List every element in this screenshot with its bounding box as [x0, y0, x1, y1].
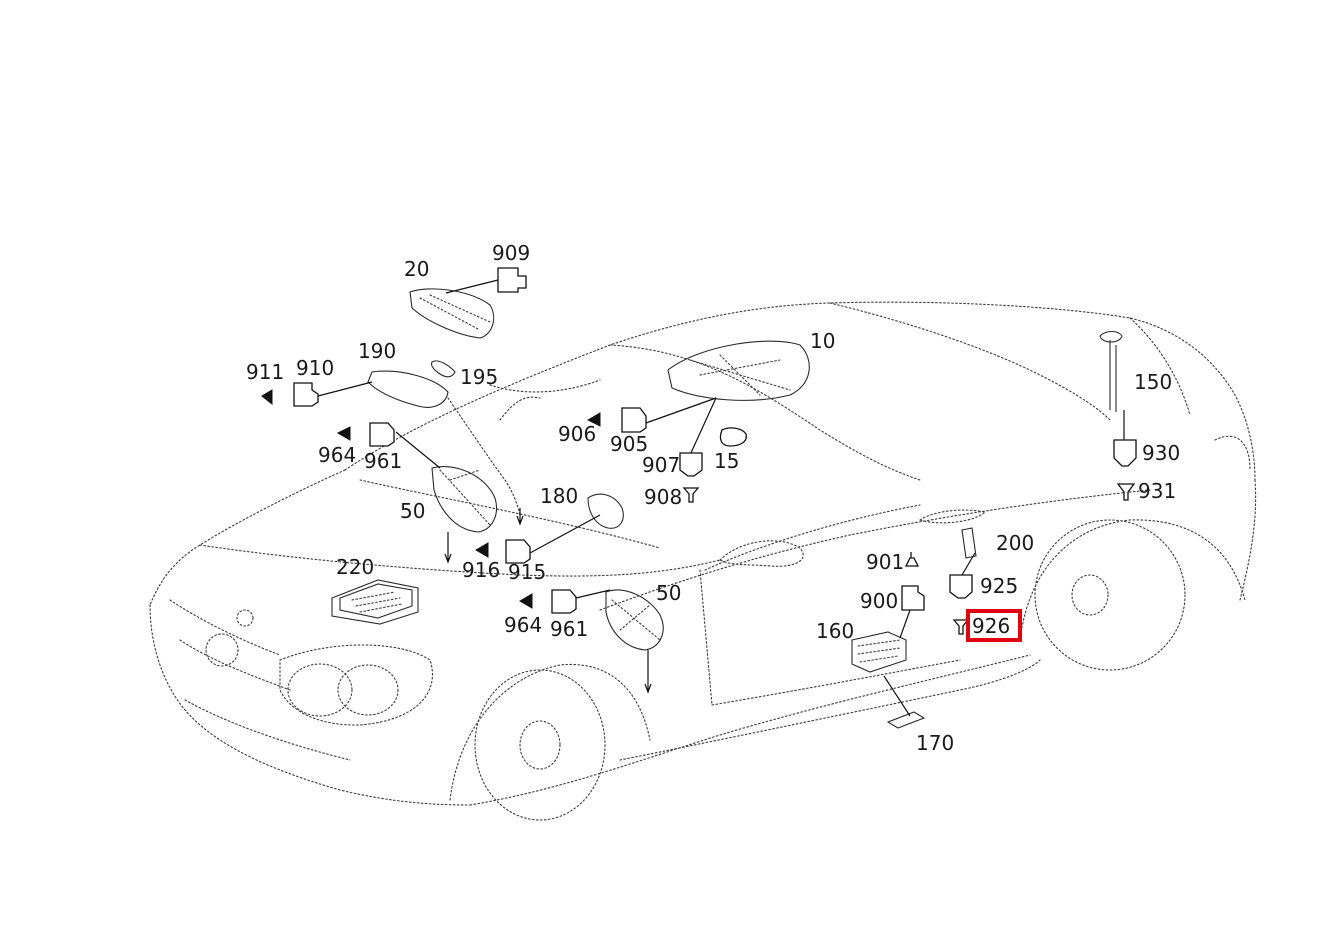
screw-906-icon — [586, 412, 601, 427]
clip-961-lower-icon — [551, 589, 577, 614]
clip-910-icon — [293, 382, 319, 407]
part-200-sketch — [961, 527, 977, 559]
part-195-sketch — [430, 360, 456, 378]
callout-150[interactable]: 150 — [1134, 370, 1172, 394]
clip-915-icon — [505, 539, 531, 564]
callout-909[interactable]: 909 — [492, 241, 530, 265]
clip-926-icon — [952, 619, 970, 635]
callout-160[interactable]: 160 — [816, 619, 854, 643]
part-160-sketch — [851, 631, 907, 673]
clip-907-icon — [679, 452, 703, 477]
fastener-symbols — [261, 267, 1137, 635]
clip-905-icon — [621, 407, 647, 433]
callout-905[interactable]: 905 — [610, 432, 648, 456]
part-sketches — [331, 288, 1123, 729]
callout-195[interactable]: 195 — [460, 365, 498, 389]
part-220-sketch — [331, 579, 419, 625]
callout-200[interactable]: 200 — [996, 531, 1034, 555]
clip-925-icon — [949, 574, 973, 599]
callout-964-upper[interactable]: 964 — [318, 443, 356, 467]
clip-900-icon — [901, 585, 925, 611]
callout-20[interactable]: 20 — [404, 257, 429, 281]
callout-906[interactable]: 906 — [558, 422, 596, 446]
bulb-15-icon — [719, 427, 747, 447]
screw-964-upper-icon — [336, 426, 351, 441]
part-50-lower-sketch — [605, 589, 664, 651]
callout-931[interactable]: 931 — [1138, 479, 1176, 503]
callout-10[interactable]: 10 — [810, 329, 835, 353]
screw-911-icon — [261, 389, 273, 406]
callout-911[interactable]: 911 — [246, 360, 284, 384]
callout-908[interactable]: 908 — [644, 485, 682, 509]
callout-907[interactable]: 907 — [642, 453, 680, 477]
part-10-sketch — [667, 340, 810, 401]
car-body-outline — [149, 301, 1257, 821]
callout-964-lower[interactable]: 964 — [504, 613, 542, 637]
screw-901-icon — [904, 557, 920, 567]
callout-916[interactable]: 916 — [462, 558, 500, 582]
callout-930[interactable]: 930 — [1142, 441, 1180, 465]
callout-961-lower[interactable]: 961 — [550, 617, 588, 641]
callout-190[interactable]: 190 — [358, 339, 396, 363]
callout-961-upper[interactable]: 961 — [364, 449, 402, 473]
callout-180[interactable]: 180 — [540, 484, 578, 508]
callout-labels: 909 20 10 190 911 910 195 150 906 905 93… — [246, 241, 1180, 755]
part-180-sketch — [587, 493, 624, 529]
clip-931-icon — [1116, 483, 1136, 501]
callout-926[interactable]: 926 — [972, 614, 1010, 638]
callout-901[interactable]: 901 — [866, 550, 904, 574]
callout-50-upper[interactable]: 50 — [400, 499, 425, 523]
callout-910[interactable]: 910 — [296, 356, 334, 380]
callout-915[interactable]: 915 — [508, 560, 546, 584]
callout-170[interactable]: 170 — [916, 731, 954, 755]
callout-925[interactable]: 925 — [980, 574, 1018, 598]
clip-930-icon — [1113, 439, 1137, 467]
clip-908-icon — [682, 487, 700, 503]
part-150-sketch — [1109, 340, 1117, 412]
part-190-sketch — [367, 370, 449, 408]
part-20-sketch — [409, 288, 495, 339]
clip-961-upper-icon — [369, 422, 395, 447]
part-170-sketch — [886, 711, 926, 729]
part-50-upper-sketch — [431, 466, 497, 533]
leader-lines — [317, 279, 1125, 639]
highlight-box-926 — [966, 609, 1022, 642]
callout-900[interactable]: 900 — [860, 589, 898, 613]
screw-916-icon — [475, 542, 489, 558]
clip-909-icon — [497, 267, 527, 293]
callout-220[interactable]: 220 — [336, 555, 374, 579]
callout-50-lower[interactable]: 50 — [656, 581, 681, 605]
screw-964-lower-icon — [519, 593, 533, 609]
callout-15[interactable]: 15 — [714, 449, 739, 473]
